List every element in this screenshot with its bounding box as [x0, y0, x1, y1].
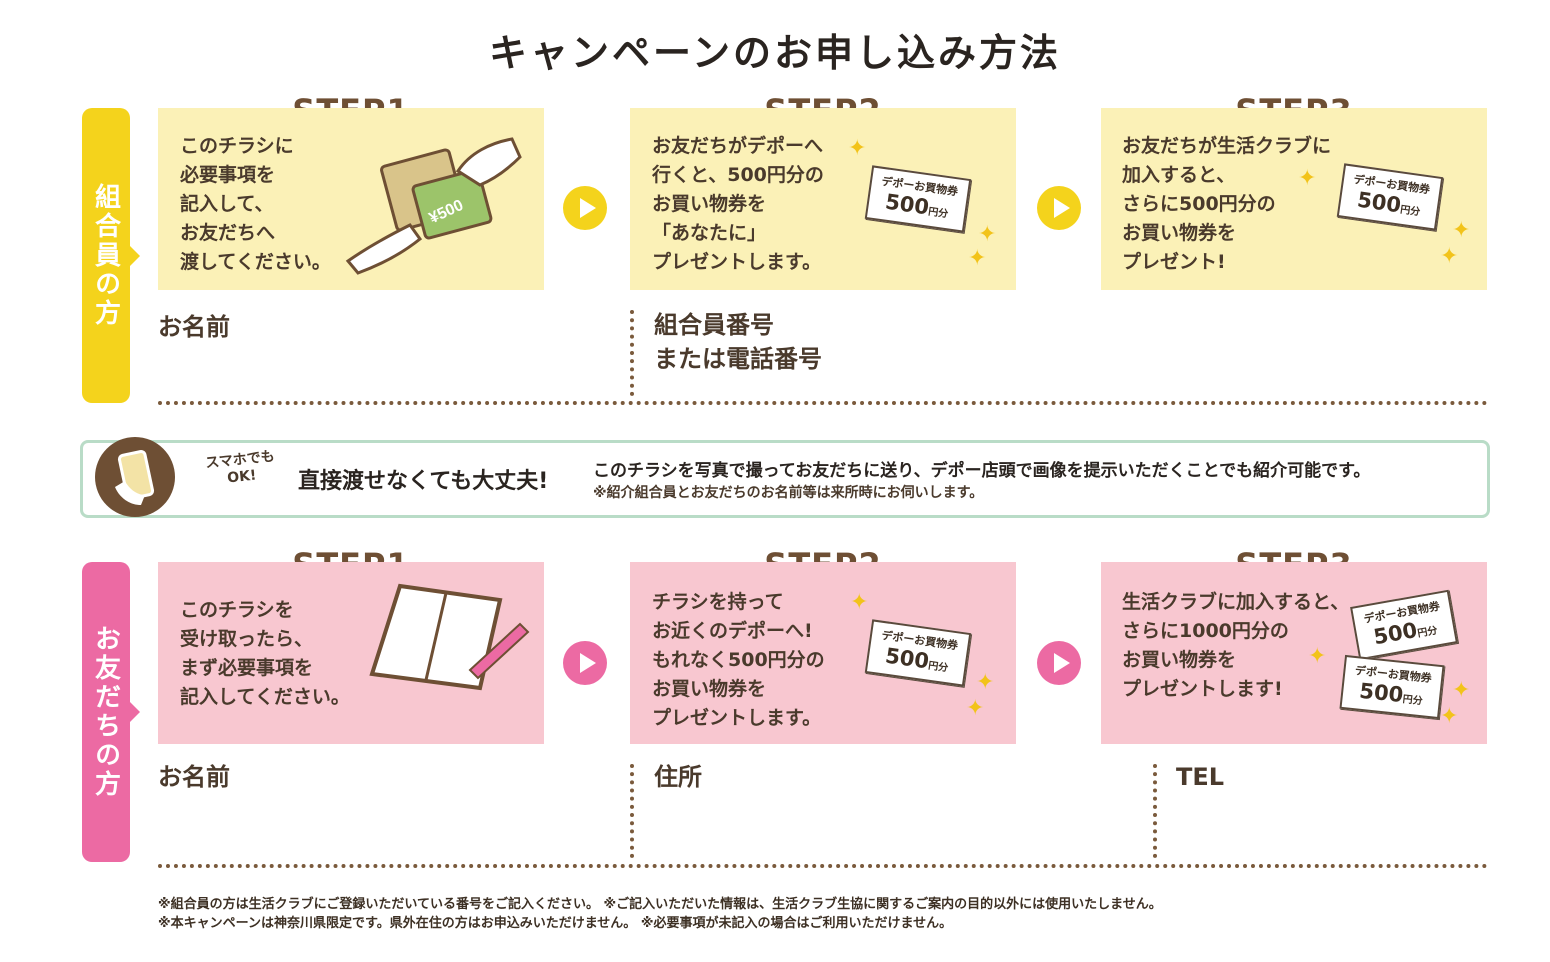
member-step1-text: このチラシに 必要事項を 記入して、 お友だちへ 渡してください。: [180, 135, 331, 273]
member-number-field: 組合員番号 または電話番号: [654, 311, 822, 373]
banner-note: ※紹介組合員とお友だちのお名前等は来所時にお伺いします。: [593, 485, 984, 501]
friend-address-field: 住所: [654, 763, 702, 791]
sparkle-icon: ✦: [1440, 244, 1459, 269]
voucher-amount: 500: [1355, 187, 1403, 218]
voucher-amount: 500: [883, 643, 931, 674]
friend-tab: お友だちの方: [82, 562, 140, 862]
sparkle-icon: ✦: [1452, 218, 1471, 243]
notebook-icon: [369, 583, 503, 691]
next-arrow-icon: [563, 186, 607, 230]
section-divider: [158, 401, 1488, 405]
sparkle-icon: ✦: [976, 670, 995, 695]
hand-icon: [345, 137, 522, 275]
voucher-amount: 500: [883, 189, 931, 220]
smartphone-icon: [95, 437, 175, 517]
sparkle-icon: ✦: [1440, 704, 1459, 729]
section-divider: [158, 864, 1488, 868]
field-divider: [630, 310, 634, 396]
page-title: キャンペーンのお申し込み方法: [488, 31, 1062, 75]
footnote-2: ※本キャンペーンは神奈川県限定です。県外在住の方はお申込みいただけません。 ※必…: [158, 916, 953, 931]
member-tab-label: 組合員の方: [90, 183, 121, 328]
friend-step3-text: 生活クラブに加入すると、 さらに1000円分の お買い物券を プレゼントします!: [1122, 591, 1350, 700]
sparkle-icon: ✦: [1452, 678, 1471, 703]
next-arrow-icon: [1037, 186, 1081, 230]
next-arrow-icon: [563, 641, 607, 685]
voucher-unit: 円分: [927, 206, 949, 221]
voucher-ticket: デポーお買物券 500円分: [1339, 654, 1445, 720]
sparkle-icon: ✦: [966, 696, 985, 721]
card-icon: ¥500: [380, 148, 493, 240]
pen-icon: [468, 622, 530, 680]
phone-hand-icon: [115, 450, 155, 505]
voucher-unit: 円分: [1402, 694, 1424, 708]
sparkle-icon: ✦: [850, 590, 869, 615]
friend-step2-text: チラシを持って お近くのデポーへ! もれなく500円分の お買い物券を プレゼン…: [652, 591, 825, 729]
friend-tel-field: TEL: [1176, 763, 1225, 791]
member-tab: 組合員の方: [82, 108, 140, 403]
voucher-amount: 500: [1358, 678, 1405, 708]
banner-main-text: このチラシを写真で撮ってお友だちに送り、デポー店頭で画像を提示いただくことでも紹…: [593, 461, 1371, 481]
member-name-field: お名前: [158, 313, 230, 341]
next-arrow-icon: [1037, 641, 1081, 685]
notebook-pen-illustration: [369, 583, 530, 691]
friend-step1-text: このチラシを 受け取ったら、 まず必要事項を 記入してください。: [180, 599, 350, 708]
hands-giving-card-illustration: ¥500: [345, 137, 522, 275]
sparkle-icon: ✦: [968, 246, 987, 271]
sparkle-icon: ✦: [1298, 166, 1317, 191]
member-step2-text: お友だちがデポーへ 行くと、500円分の お買い物券を 「あなたに」 プレゼント…: [652, 135, 824, 273]
smartphone-banner: [80, 440, 1490, 518]
field-divider: [630, 764, 634, 858]
sparkle-icon: ✦: [1308, 644, 1327, 669]
friend-name-field: お名前: [158, 763, 230, 791]
voucher-unit: 円分: [927, 660, 949, 675]
footnote-1: ※組合員の方は生活クラブにご登録いただいている番号をご記入ください。 ※ご記入い…: [158, 897, 1162, 912]
voucher-unit: 円分: [1416, 625, 1439, 640]
banner-headline: 直接渡せなくても大丈夫!: [298, 469, 549, 494]
friend-tab-label: お友だちの方: [90, 625, 121, 799]
field-divider: [1153, 764, 1157, 858]
member-step3-text: お友だちが生活クラブに 加入すると、 さらに500円分の お買い物券を プレゼン…: [1122, 135, 1332, 273]
sparkle-icon: ✦: [848, 136, 867, 161]
voucher-unit: 円分: [1399, 204, 1421, 219]
sparkle-icon: ✦: [978, 222, 997, 247]
